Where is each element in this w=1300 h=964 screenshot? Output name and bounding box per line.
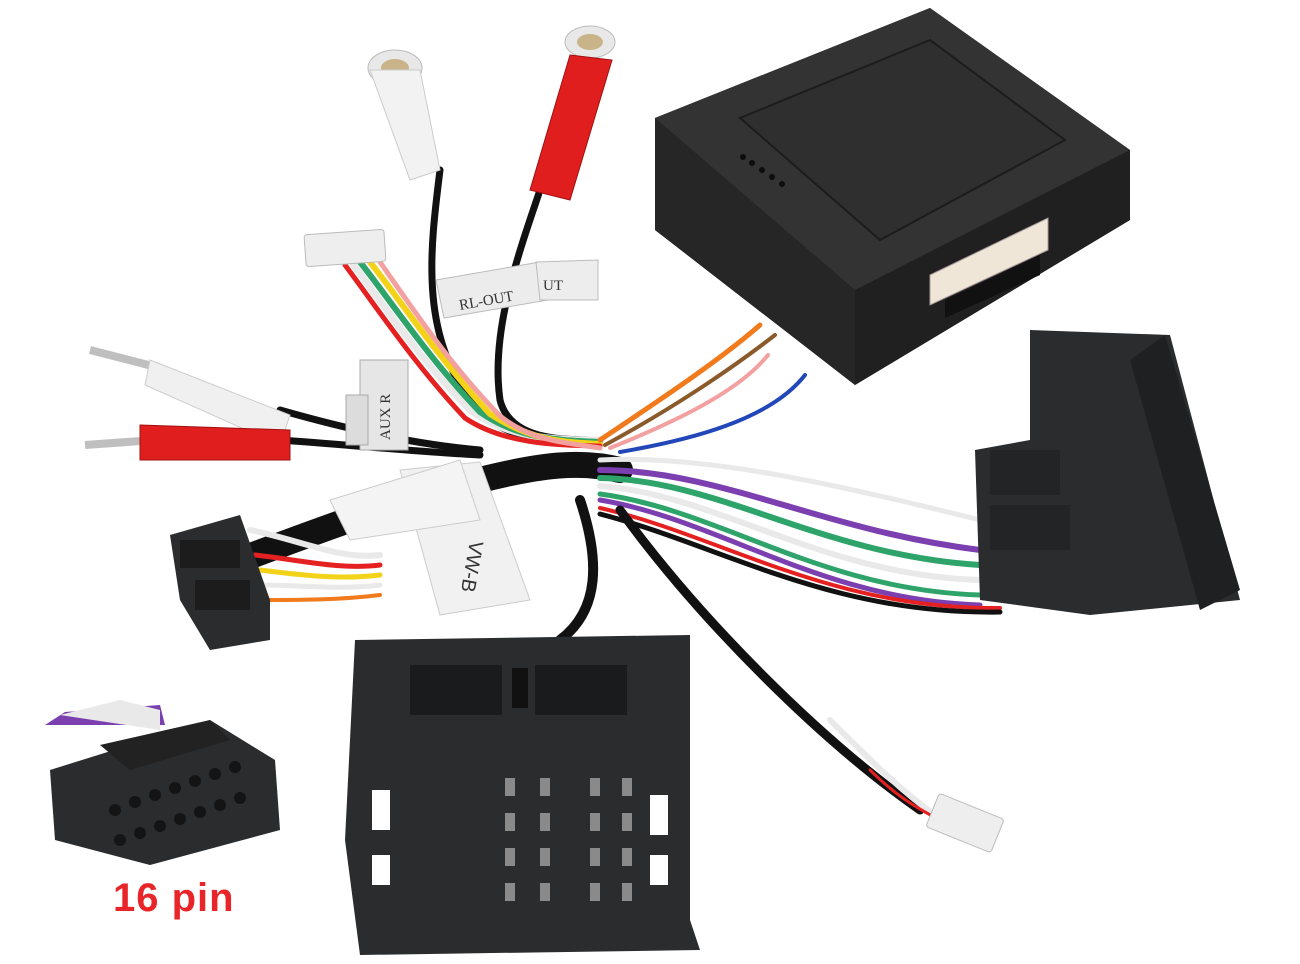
tag-vw-b	[329, 459, 531, 616]
tag-aux-r-text: AUX R	[378, 394, 394, 440]
iso-16-pin-harness-connector	[170, 515, 270, 650]
rca-female-red	[529, 25, 616, 201]
wire-bundle	[227, 166, 1003, 822]
rca-female-white	[367, 49, 441, 181]
small-white-plug-bottom	[926, 793, 1004, 853]
box-port	[929, 217, 1049, 318]
rca-male-red	[84, 424, 291, 461]
pin-count-caption: 16 pin	[113, 876, 235, 920]
vehicle-side-connector	[975, 330, 1240, 615]
tag-ut-text: UT	[543, 278, 563, 294]
small-white-plug-top	[303, 228, 387, 268]
iso-16-pin-connector	[45, 700, 280, 865]
quadlock-connector	[345, 635, 700, 955]
tag-aux-r	[345, 359, 409, 451]
led-holes	[740, 154, 785, 187]
canbus-decoder-box	[655, 8, 1130, 385]
tag-rl-out	[435, 259, 599, 319]
